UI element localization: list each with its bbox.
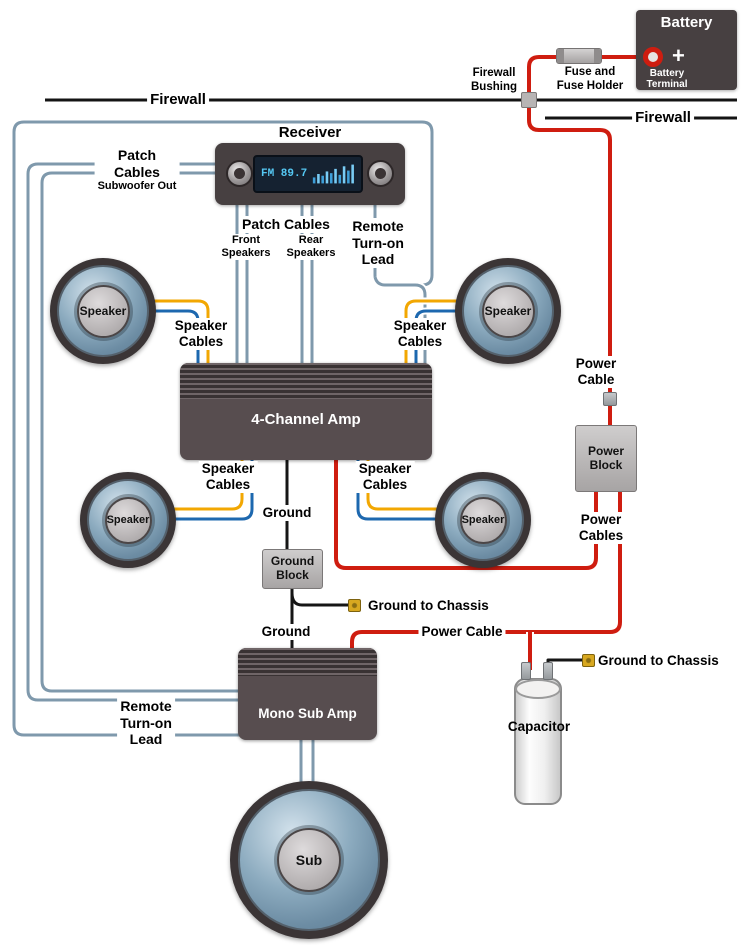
ground-block: Ground Block (262, 549, 323, 589)
battery-title: Battery (660, 14, 713, 31)
speaker-cables-label-front-left: Speaker Cables (171, 318, 231, 350)
power-cable-label-right: Power Cable (572, 356, 620, 388)
speaker-label: Speaker (76, 284, 130, 338)
speaker-front-left: Speaker (50, 258, 156, 364)
firewall-bushing-label: Firewall Bushing (468, 67, 520, 95)
spectrum-bars-icon (313, 164, 355, 184)
speaker-rear-right: Speaker (435, 472, 531, 568)
amp-heatsink-fins (238, 648, 377, 676)
receiver-label: Receiver (278, 124, 342, 141)
power-block: Power Block (575, 425, 637, 492)
capacitor-body (514, 678, 562, 805)
battery-box: Battery + Battery Terminal (636, 10, 737, 90)
inline-connector (603, 392, 617, 406)
power-cable-label-mid: Power Cable (418, 624, 506, 640)
fuse-holder (556, 48, 602, 64)
front-speakers-label: Front Speakers (218, 234, 274, 260)
patch-cables-subwoofer-label: Patch Cables Subwoofer Out (94, 147, 180, 193)
subwoofer-label: Sub (277, 828, 341, 892)
rear-speakers-label: Rear Speakers (283, 234, 339, 260)
chassis-ground-connector-right (582, 654, 595, 667)
capacitor-label: Capacitor (507, 719, 571, 734)
capacitor-terminal-positive (521, 662, 531, 680)
firewall-label-right: Firewall (632, 109, 694, 127)
receiver: FM 89.7 (215, 143, 405, 205)
fuse-endcap-right (594, 49, 601, 63)
chassis-ground-connector-left (348, 599, 361, 612)
firewall-label-left: Firewall (147, 91, 209, 109)
speaker-label: Speaker (481, 284, 535, 338)
battery-plus: + (672, 43, 685, 68)
patch-cables-label: Patch Cables (239, 216, 333, 233)
capacitor-terminal-negative (543, 662, 553, 680)
speaker-label: Speaker (104, 496, 152, 544)
subwoofer: Sub (230, 781, 388, 939)
speaker-rear-left: Speaker (80, 472, 176, 568)
ground-to-chassis-label-left: Ground to Chassis (368, 598, 489, 613)
ground-label-top: Ground (259, 505, 315, 521)
speaker-cables-label-rear-left: Speaker Cables (198, 461, 258, 493)
speaker-front-right: Speaker (455, 258, 561, 364)
amp-heatsink-fins (180, 363, 432, 399)
four-channel-amp: 4-Channel Amp (180, 363, 432, 460)
speaker-label: Speaker (459, 496, 507, 544)
remote-turn-on-label-bottom: Remote Turn-on Lead (117, 698, 175, 748)
ground-label-bottom: Ground (258, 624, 314, 640)
mono-sub-amp-label: Mono Sub Amp (258, 706, 357, 721)
speaker-cables-label-front-right: Speaker Cables (390, 318, 450, 350)
ground-to-chassis-label-right: Ground to Chassis (598, 653, 719, 668)
fuse-endcap-left (557, 49, 564, 63)
power-cables-label: Power Cables (575, 512, 627, 544)
speaker-cables-label-rear-right: Speaker Cables (355, 461, 415, 493)
battery-terminal-icon (643, 47, 663, 67)
battery-terminal-label: Battery Terminal (646, 68, 688, 90)
four-channel-amp-label: 4-Channel Amp (251, 411, 361, 428)
volume-knob (226, 160, 253, 187)
radio-display: FM 89.7 (253, 155, 363, 193)
fuse-label: Fuse and Fuse Holder (553, 66, 627, 94)
firewall-bushing (521, 92, 537, 108)
mono-sub-amp: Mono Sub Amp (238, 648, 377, 740)
radio-frequency: FM 89.7 (261, 168, 308, 180)
tuning-knob (367, 160, 394, 187)
remote-turn-on-label-top: Remote Turn-on Lead (349, 218, 407, 268)
